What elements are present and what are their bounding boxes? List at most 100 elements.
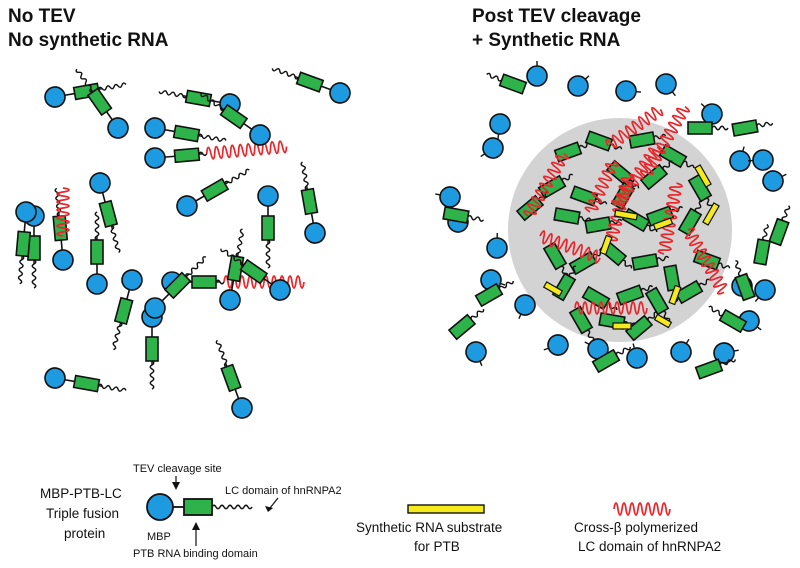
- mbp-circle: [547, 334, 569, 356]
- rna-bar: [653, 313, 673, 329]
- mbp-stub: [435, 193, 441, 196]
- lc-tail: [756, 121, 774, 128]
- lc-tail: [215, 339, 228, 368]
- mbp-domain: [257, 185, 279, 207]
- ptb-domain: [163, 271, 192, 300]
- rna-bar: [542, 281, 564, 297]
- lc-tail: [215, 279, 225, 285]
- mbp-domain: [249, 124, 271, 146]
- mbp-circle: [144, 147, 166, 169]
- cross-beta-polymer: [611, 146, 662, 207]
- lc-arrowhead: [265, 506, 273, 512]
- ptb-lc-fragment: [447, 308, 485, 341]
- mbp-circle: [754, 279, 776, 301]
- mbp-circle: [329, 82, 351, 104]
- lc-tail: [561, 173, 574, 182]
- linker: [164, 155, 175, 158]
- lc-tail: [781, 205, 791, 222]
- rna-bar: [613, 209, 639, 221]
- ptb-lc-fragment: [615, 284, 654, 306]
- ptb-lc-fragment: [731, 119, 774, 137]
- polymer-coil: [605, 106, 664, 149]
- mbp-circle: [482, 137, 504, 159]
- ptb-domain: [191, 275, 217, 289]
- lc-tail: [656, 255, 670, 262]
- ptb-lc-fragment: [768, 205, 791, 247]
- lc-tail: [200, 93, 225, 111]
- ptb-lc-fragment: [694, 358, 737, 380]
- free-mbp: [626, 343, 648, 369]
- ptb-domain: [631, 253, 659, 271]
- ptb-domain: [542, 241, 568, 271]
- free-mbp: [526, 61, 548, 87]
- polymer-coil: [574, 301, 648, 315]
- lc-tail: [662, 310, 671, 323]
- fusion-protein: [144, 117, 227, 143]
- mbp-stub: [685, 338, 690, 344]
- cross-beta-polymer: [603, 173, 635, 245]
- mbp-domain: [144, 147, 166, 169]
- mbp-domain: [439, 186, 461, 208]
- mbp-stub: [700, 103, 706, 108]
- lc-tail: [615, 346, 631, 356]
- cross-beta-polymer: [584, 160, 620, 213]
- fusion-protein: [86, 211, 108, 295]
- ptb-lc-fragment: [628, 131, 667, 149]
- lc-tail: [158, 90, 188, 99]
- rna-bar: [668, 284, 682, 306]
- cross-beta-polymer: [522, 152, 570, 217]
- lc-tail: [662, 160, 673, 170]
- mbp-circle: [107, 117, 129, 139]
- ptb-lc-fragment: [442, 206, 485, 224]
- linker: [105, 111, 113, 121]
- legend-helix-graphic: [613, 502, 671, 516]
- mbp-domain: [482, 137, 504, 159]
- legend-tev-label: TEV cleavage site: [133, 463, 222, 475]
- lc-tail: [498, 280, 514, 290]
- fusion-protein: [89, 172, 121, 254]
- ptb-lc-fragment: [734, 259, 756, 302]
- ptb-lc-fragment: [624, 311, 658, 342]
- lc-tail: [112, 322, 123, 351]
- free-mbp: [713, 342, 739, 364]
- linker: [195, 195, 205, 202]
- legend-fusion-line3: protein: [64, 526, 105, 541]
- mbp-circle: [655, 73, 677, 95]
- polymer-coil: [56, 187, 70, 237]
- lc-arrow: [269, 497, 279, 509]
- lc-tail: [271, 68, 300, 80]
- legend-rna-swatch: [407, 504, 485, 514]
- mbp-stub: [518, 313, 522, 319]
- ptb-lc-fragment: [708, 305, 748, 334]
- ptb-domain: [200, 177, 230, 203]
- lc-tail: [224, 168, 250, 185]
- mbp-stub: [671, 91, 676, 97]
- mbp-domain: [670, 341, 692, 363]
- lc-tail: [211, 504, 253, 510]
- mbp-domain: [52, 249, 74, 271]
- lc-tail: [31, 259, 37, 289]
- fusion-protein: [271, 68, 351, 104]
- free-mbp: [567, 75, 590, 97]
- linker: [126, 289, 131, 300]
- linker: [23, 221, 26, 232]
- lc-tail: [653, 133, 667, 140]
- fusion-protein: [215, 339, 253, 419]
- right-title-line2: + Synthetic RNA: [472, 30, 621, 51]
- ptb-domain: [261, 215, 275, 241]
- ptb-domain: [718, 308, 748, 334]
- lc-tail: [717, 262, 731, 269]
- legend-polymer-swatch: [613, 502, 671, 516]
- polymer-coil: [539, 230, 601, 264]
- polymer-coil: [223, 275, 305, 289]
- lc-tail: [586, 329, 595, 342]
- mbp-stub: [781, 173, 787, 178]
- fusion-protein: [44, 82, 127, 108]
- free-mbp: [514, 294, 536, 319]
- rna-bar: [612, 322, 632, 330]
- ptb-domain: [173, 147, 201, 164]
- mbp-circle: [144, 297, 166, 319]
- mbp-circle: [670, 341, 692, 363]
- lc-tail: [470, 308, 485, 320]
